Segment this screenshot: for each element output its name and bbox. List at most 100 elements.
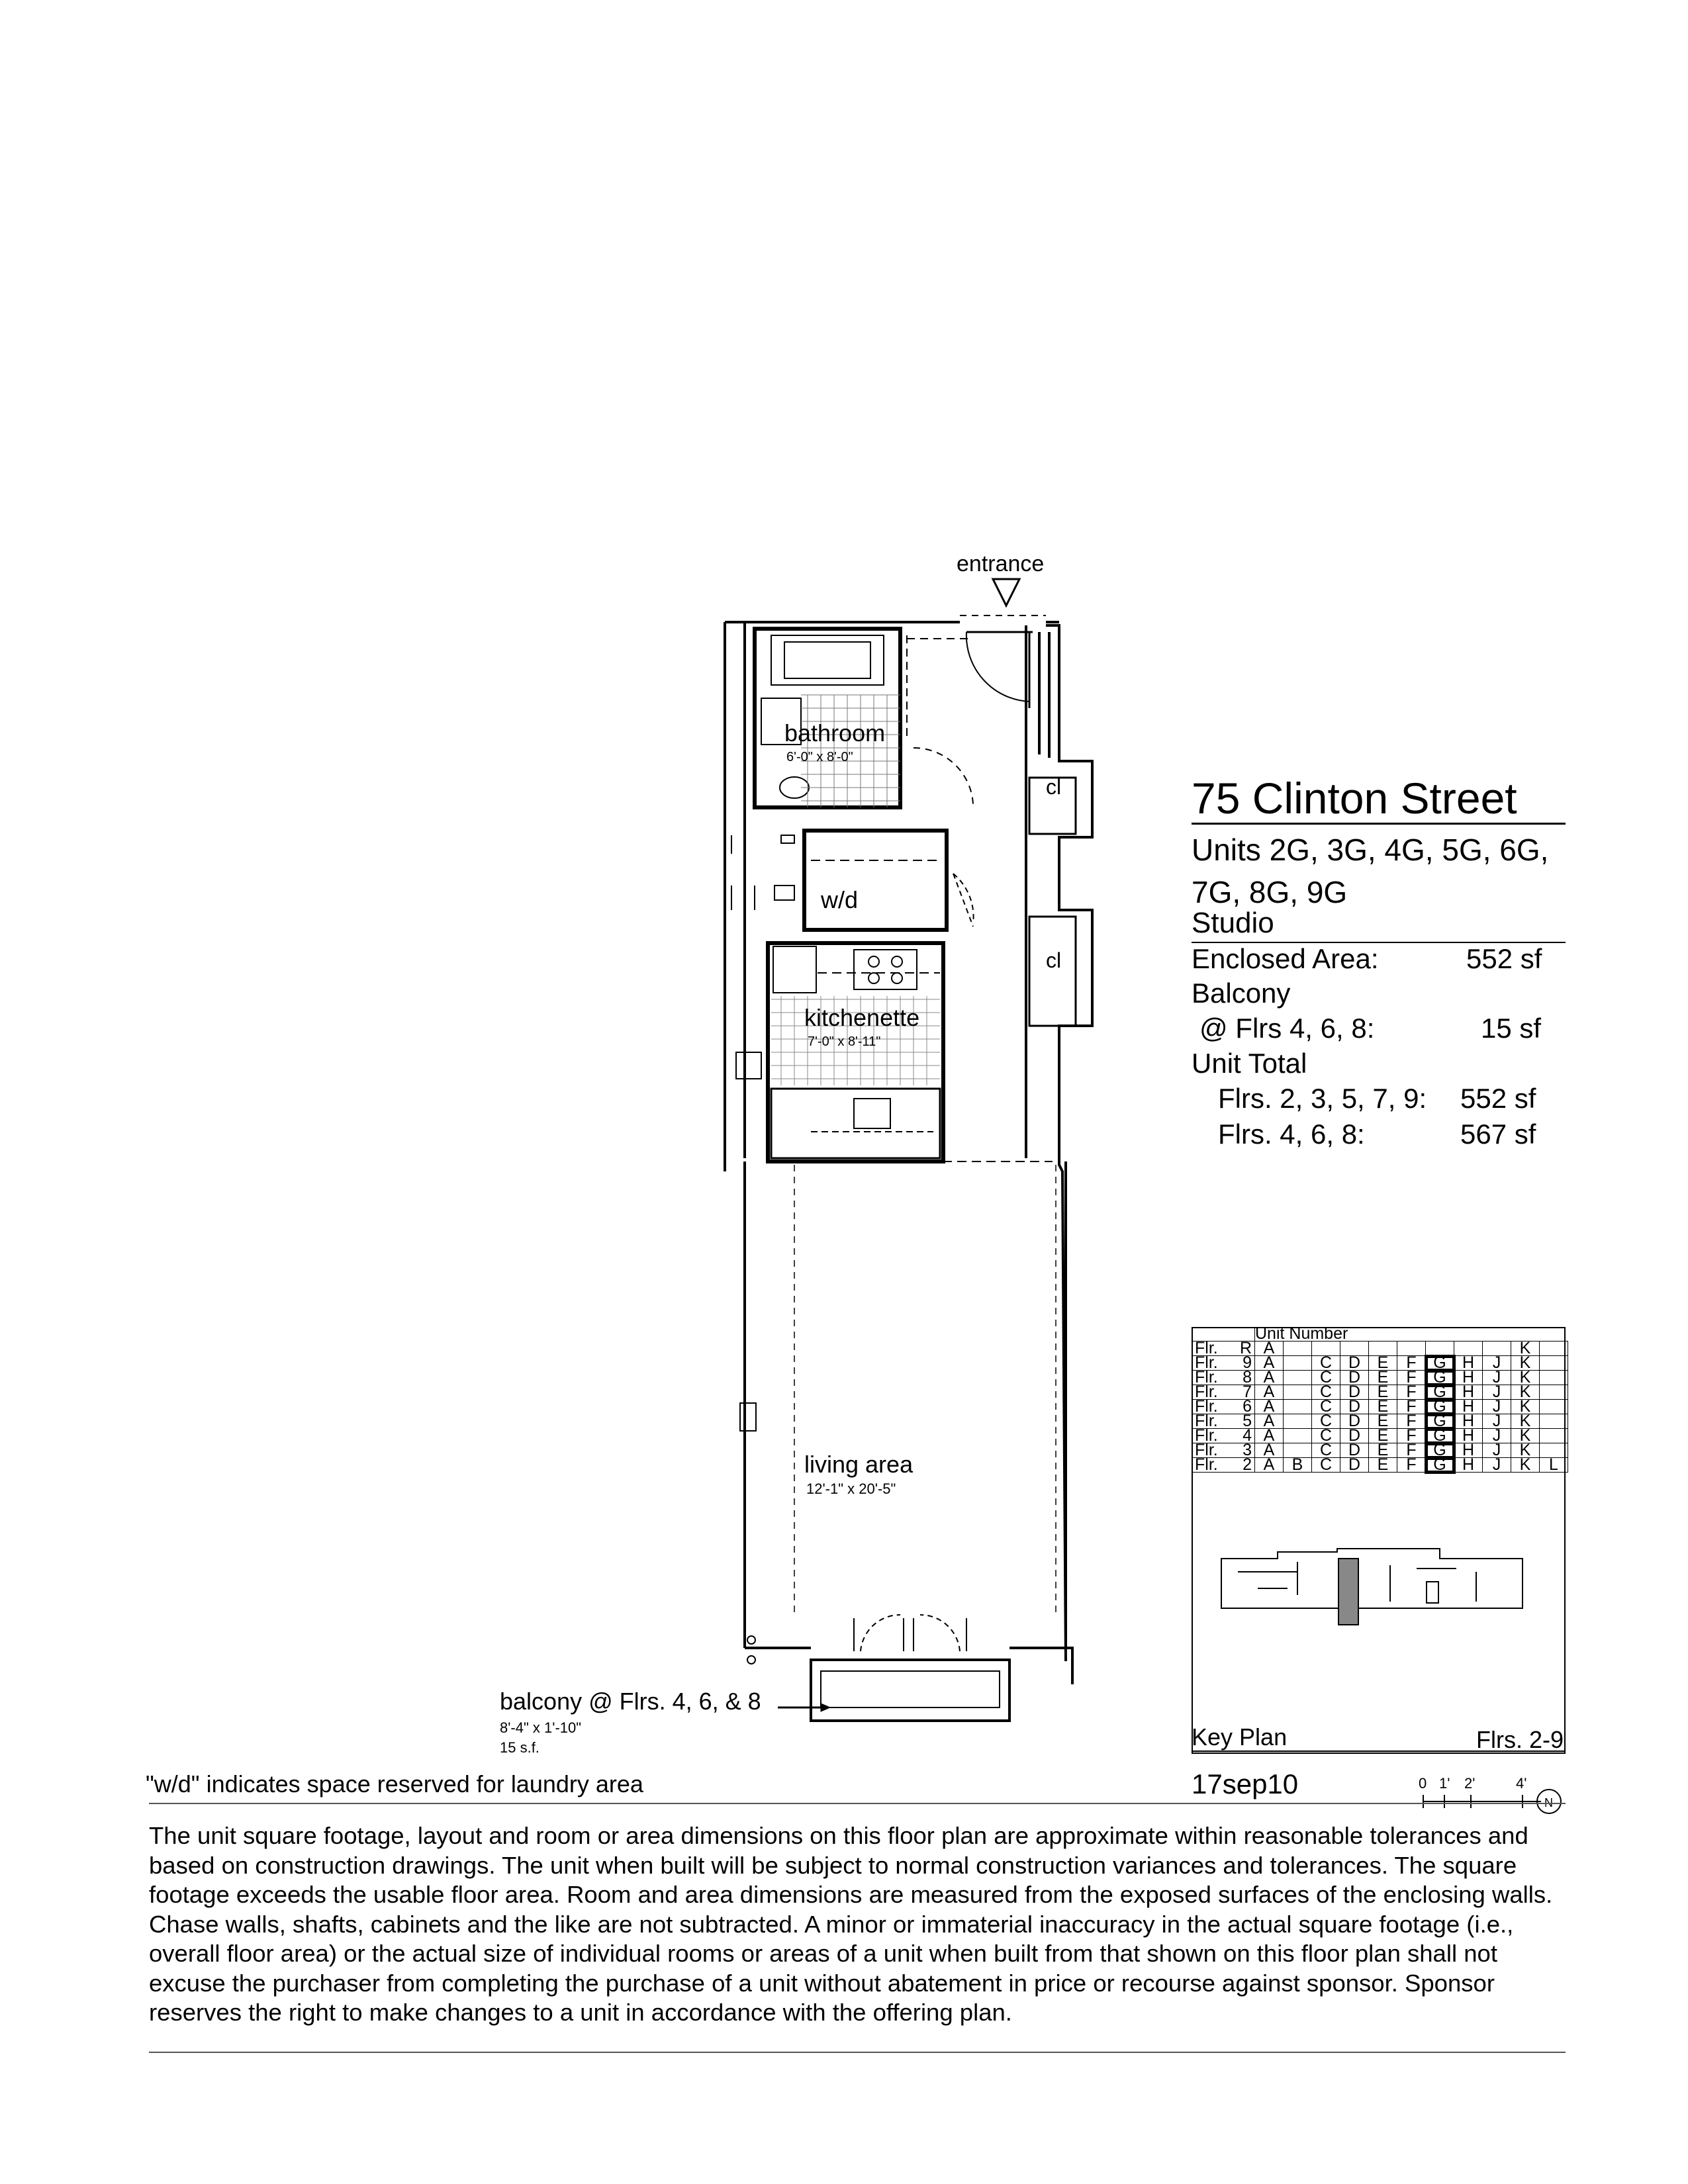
total-row-1-value: 552 sf	[1460, 1083, 1536, 1114]
unit-cell: E	[1368, 1457, 1397, 1473]
floor-cell: Flr.R	[1192, 1339, 1255, 1357]
unit-cell: F	[1397, 1384, 1426, 1400]
unit-cell	[1539, 1341, 1568, 1356]
outer-wall-left	[724, 622, 746, 1171]
unit-cell	[1283, 1355, 1312, 1371]
balcony-floors: @ Flrs 4, 6, 8:	[1199, 1013, 1375, 1044]
key-plan-floors: Flrs. 2-9	[1476, 1726, 1564, 1753]
floor-cell: Flr. 5	[1192, 1412, 1255, 1430]
floor-number: 7	[1243, 1383, 1252, 1401]
unit-cell: D	[1340, 1428, 1369, 1444]
bathroom-walls	[753, 627, 902, 809]
unit-cell: D	[1340, 1457, 1369, 1473]
floor-word: Flr.	[1195, 1339, 1218, 1357]
unit-cell: E	[1368, 1384, 1397, 1400]
unit-cell	[1539, 1370, 1568, 1385]
unit-cell: F	[1397, 1369, 1426, 1386]
building-name: 75 Clinton Street	[1192, 774, 1517, 823]
key-plan-bottom-rule	[1192, 1751, 1566, 1752]
unit-cell: E	[1368, 1355, 1397, 1371]
unit-cell	[1539, 1385, 1568, 1400]
closet-label-lower: cl	[1046, 948, 1061, 972]
unit-cell: B	[1283, 1457, 1312, 1473]
living-walls	[743, 1161, 1067, 1648]
footer-rule-bottom	[149, 2052, 1566, 2053]
unit-cell	[1283, 1428, 1312, 1443]
unit-cell: C	[1311, 1355, 1340, 1371]
unit-list: Units 2G, 3G, 4G, 5G, 6G, 7G, 8G, 9G	[1192, 833, 1549, 909]
floor-word: Flr.	[1195, 1397, 1218, 1416]
disclaimer-text: The unit square footage, layout and room…	[149, 1822, 1553, 2026]
floor-number: 9	[1243, 1353, 1252, 1372]
total-row-2-value: 567 sf	[1460, 1118, 1536, 1150]
key-plan-drawing	[1221, 1548, 1523, 1609]
floor-number: 5	[1243, 1412, 1252, 1430]
scale-4: 4'	[1516, 1775, 1526, 1792]
unit-number-header: Unit Number	[1254, 1326, 1568, 1342]
unit-cell: F	[1397, 1413, 1426, 1430]
unit-cell: G	[1424, 1354, 1456, 1372]
unit-cell: H	[1454, 1355, 1483, 1371]
unit-cell: A	[1254, 1442, 1284, 1459]
balcony-value: 15 sf	[1481, 1013, 1542, 1044]
balcony-outline	[810, 1659, 1011, 1722]
title-rule-2	[1192, 942, 1566, 943]
unit-cell: D	[1340, 1413, 1369, 1430]
floor-word: Flr.	[1195, 1412, 1218, 1430]
floor-cell: Flr. 4	[1192, 1426, 1255, 1445]
balcony-label: balcony @ Flrs. 4, 6, & 8	[500, 1688, 761, 1715]
floor-word: Flr.	[1195, 1368, 1218, 1387]
key-plan-highlight	[1338, 1558, 1359, 1625]
unit-cell: K	[1511, 1428, 1540, 1444]
unit-cell	[1283, 1385, 1312, 1400]
floor-word: Flr.	[1195, 1426, 1218, 1445]
wd-label: w/d	[820, 886, 858, 913]
floor-word: Flr.	[1195, 1441, 1218, 1459]
total-row-2-label: Flrs. 4, 6, 8:	[1218, 1118, 1365, 1150]
balcony-heading: Balcony	[1192, 978, 1291, 1009]
closet-upper	[1028, 776, 1077, 835]
floor-cell: Flr. 8	[1192, 1368, 1255, 1387]
unit-total-heading: Unit Total	[1192, 1048, 1307, 1079]
enclosed-area-value: 552 sf	[1466, 943, 1542, 974]
floor-word: Flr.	[1195, 1383, 1218, 1401]
total-row-1-label: Flrs. 2, 3, 5, 7, 9:	[1218, 1083, 1427, 1114]
unit-cell: F	[1397, 1457, 1426, 1473]
floor-number: 4	[1243, 1426, 1252, 1445]
unit-cell	[1539, 1399, 1568, 1414]
floor-cell: Flr.2	[1192, 1457, 1255, 1473]
unit-cell	[1539, 1414, 1568, 1429]
unit-cell: E	[1368, 1398, 1397, 1415]
unit-cell: A	[1254, 1428, 1284, 1444]
unit-cell	[1539, 1428, 1568, 1443]
unit-cell: E	[1368, 1369, 1397, 1386]
living-label: living area	[804, 1451, 914, 1478]
kitchenette-label: kitchenette	[804, 1004, 919, 1031]
unit-cell: A	[1254, 1355, 1284, 1371]
closet-label-upper: cl	[1046, 775, 1061, 799]
balcony-area: 15 s.f.	[500, 1739, 539, 1756]
closet-lower	[1028, 915, 1077, 1027]
unit-cell	[1283, 1370, 1312, 1385]
unit-cell: K	[1511, 1355, 1540, 1371]
entrance-label: entrance	[957, 551, 1044, 576]
unit-cell: K	[1511, 1457, 1540, 1473]
unit-cell: G	[1424, 1369, 1456, 1387]
bathroom-dims: 6'-0" x 8'-0"	[786, 750, 853, 764]
floor-number: 8	[1243, 1368, 1252, 1387]
corridor-wall	[1025, 624, 1094, 1662]
plan-date: 17sep10	[1192, 1768, 1299, 1799]
footer-rule-top	[149, 1803, 1566, 1804]
wd-walls	[802, 829, 949, 932]
unit-cell: A	[1254, 1457, 1284, 1473]
unit-cell: G	[1424, 1398, 1456, 1416]
unit-cell: A	[1254, 1340, 1284, 1357]
unit-cell: H	[1454, 1428, 1483, 1444]
unit-cell	[1283, 1399, 1312, 1414]
unit-cell: J	[1482, 1398, 1511, 1415]
unit-cell: H	[1454, 1442, 1483, 1459]
floor-word: Flr.	[1195, 1353, 1218, 1372]
